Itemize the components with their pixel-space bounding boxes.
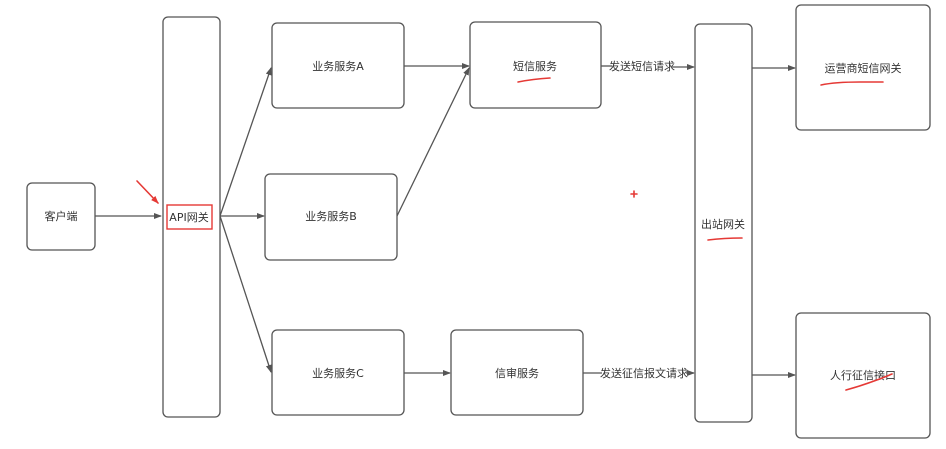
node-label: 业务服务B (305, 210, 357, 223)
node-pboc-credit-api: 人行征信接口 (795, 312, 931, 439)
node-service-a: 业务服务A (271, 22, 405, 109)
annotation-underline-pboc (845, 373, 893, 391)
node-label: 业务服务A (312, 60, 364, 73)
node-api-gateway: API网关 (162, 16, 221, 418)
node-label: 运营商短信网关 (825, 61, 902, 75)
edge-label-send-credit-report: 发送征信报文请求 (600, 366, 688, 380)
highlight-box (166, 204, 213, 230)
connectors (95, 63, 796, 378)
node-outbound-gateway: 出站网关 (694, 23, 753, 423)
edge-gateway-c (219, 215, 272, 373)
edge-label-send-sms: 发送短信请求 (609, 59, 675, 73)
node-label: 出站网关 (701, 217, 745, 231)
edge-gateway-a (219, 67, 272, 217)
node-carrier-sms-gateway: 运营商短信网关 (795, 4, 931, 131)
annotation-arrow (136, 180, 159, 204)
annotations (136, 77, 893, 391)
node-label: 信审服务 (495, 366, 539, 380)
node-label: API网关 (169, 210, 208, 224)
annotation-underline-outbound (707, 237, 743, 241)
node-label: 短信服务 (513, 59, 557, 73)
node-client: 客户端 (26, 182, 96, 251)
annotation-underline-carrier (820, 81, 884, 86)
node-label: 客户端 (45, 209, 78, 223)
edge-b-sms (396, 67, 470, 217)
node-label: 业务服务C (312, 367, 364, 380)
cursor-crosshair-icon (630, 190, 638, 198)
node-service-b: 业务服务B (264, 173, 398, 261)
node-credit-review: 信审服务 (450, 329, 584, 416)
annotation-underline-sms (517, 77, 551, 83)
node-sms-service: 短信服务 (469, 21, 602, 109)
node-service-c: 业务服务C (271, 329, 405, 416)
node-label: 人行征信接口 (830, 369, 896, 382)
